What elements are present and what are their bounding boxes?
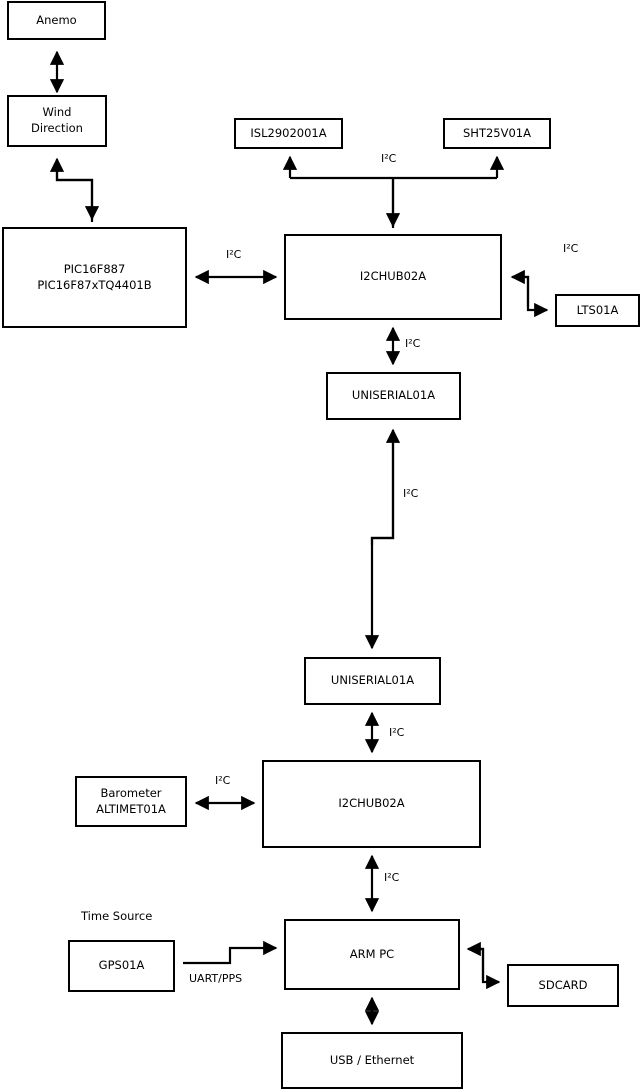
node-arm-pc[interactable]: ARM PC [284,919,460,990]
node-label: PIC16F887 PIC16F87xTQ4401B [37,261,152,292]
edge-label-uart-pps: UART/PPS [189,972,243,985]
edge-label-i2c-sensor-bus: I²C [381,152,397,165]
node-i2chub02a-top[interactable]: I2CHUB02A [284,234,502,320]
node-label: I2CHUB02A [338,796,405,811]
node-uniserial01a-bottom[interactable]: UNISERIAL01A [304,657,441,705]
node-anemo[interactable]: Anemo [7,1,106,40]
node-label: USB / Ethernet [329,1052,415,1067]
edge-hub-to-lts [513,275,549,318]
edge-wind-pic [55,166,100,221]
node-label: UNISERIAL01A [330,673,415,688]
node-sdcard[interactable]: SDCARD [507,964,619,1007]
node-label: I2CHUB02A [359,269,427,284]
edge-label-i2c-uniserial-hub2: I²C [389,726,405,739]
node-label: Anemo [36,12,77,27]
edge-label-i2c-pic-hub: I²C [226,248,242,261]
node-isl2902001a[interactable]: ISL2902001A [234,118,343,149]
edge-gps-armpc [183,940,278,965]
node-usb-ethernet[interactable]: USB / Ethernet [281,1032,463,1089]
node-label: GPS01A [98,958,145,973]
node-barometer-altimet01a[interactable]: Barometer ALTIMET01A [75,776,187,827]
label-time-source: Time Source [81,909,153,923]
node-pic-mcu[interactable]: PIC16F887 PIC16F87xTQ4401B [2,227,187,328]
edge-label-i2c-baro-hub2: I²C [215,774,231,787]
node-uniserial01a-top[interactable]: UNISERIAL01A [326,372,461,420]
node-label: Barometer ALTIMET01A [96,785,166,816]
node-lts01a[interactable]: LTS01A [555,294,640,327]
node-label: SDCARD [538,977,588,992]
node-label: ARM PC [349,946,395,961]
edge-armpc-to-sdcard [469,947,501,990]
edge-sdcard-to-armpc [466,941,485,980]
edge-label-i2c-uniserial-link: I²C [403,487,419,500]
node-i2chub02a-bottom[interactable]: I2CHUB02A [262,760,481,848]
node-label: UNISERIAL01A [351,388,436,403]
node-label: ISL2902001A [250,125,327,140]
edge-label-i2c-hub-lts: I²C [563,242,579,255]
node-label: SHT25V01A [463,125,531,140]
node-wind-direction[interactable]: Wind Direction [7,95,107,147]
node-label: LTS01A [576,302,619,317]
edge-uniserial1-up [370,428,401,545]
edge-lts-to-hub [510,269,530,307]
edge-pic-wind [49,157,94,222]
node-gps01a[interactable]: GPS01A [68,940,175,992]
node-label: Wind Direction [31,105,83,135]
edge-label-i2c-hub2-armpc: I²C [384,871,400,884]
node-sht25v01a[interactable]: SHT25V01A [443,118,551,149]
edge-label-i2c-hub-uniserial: I²C [405,337,421,350]
edge-uniserial2-down [364,432,395,650]
